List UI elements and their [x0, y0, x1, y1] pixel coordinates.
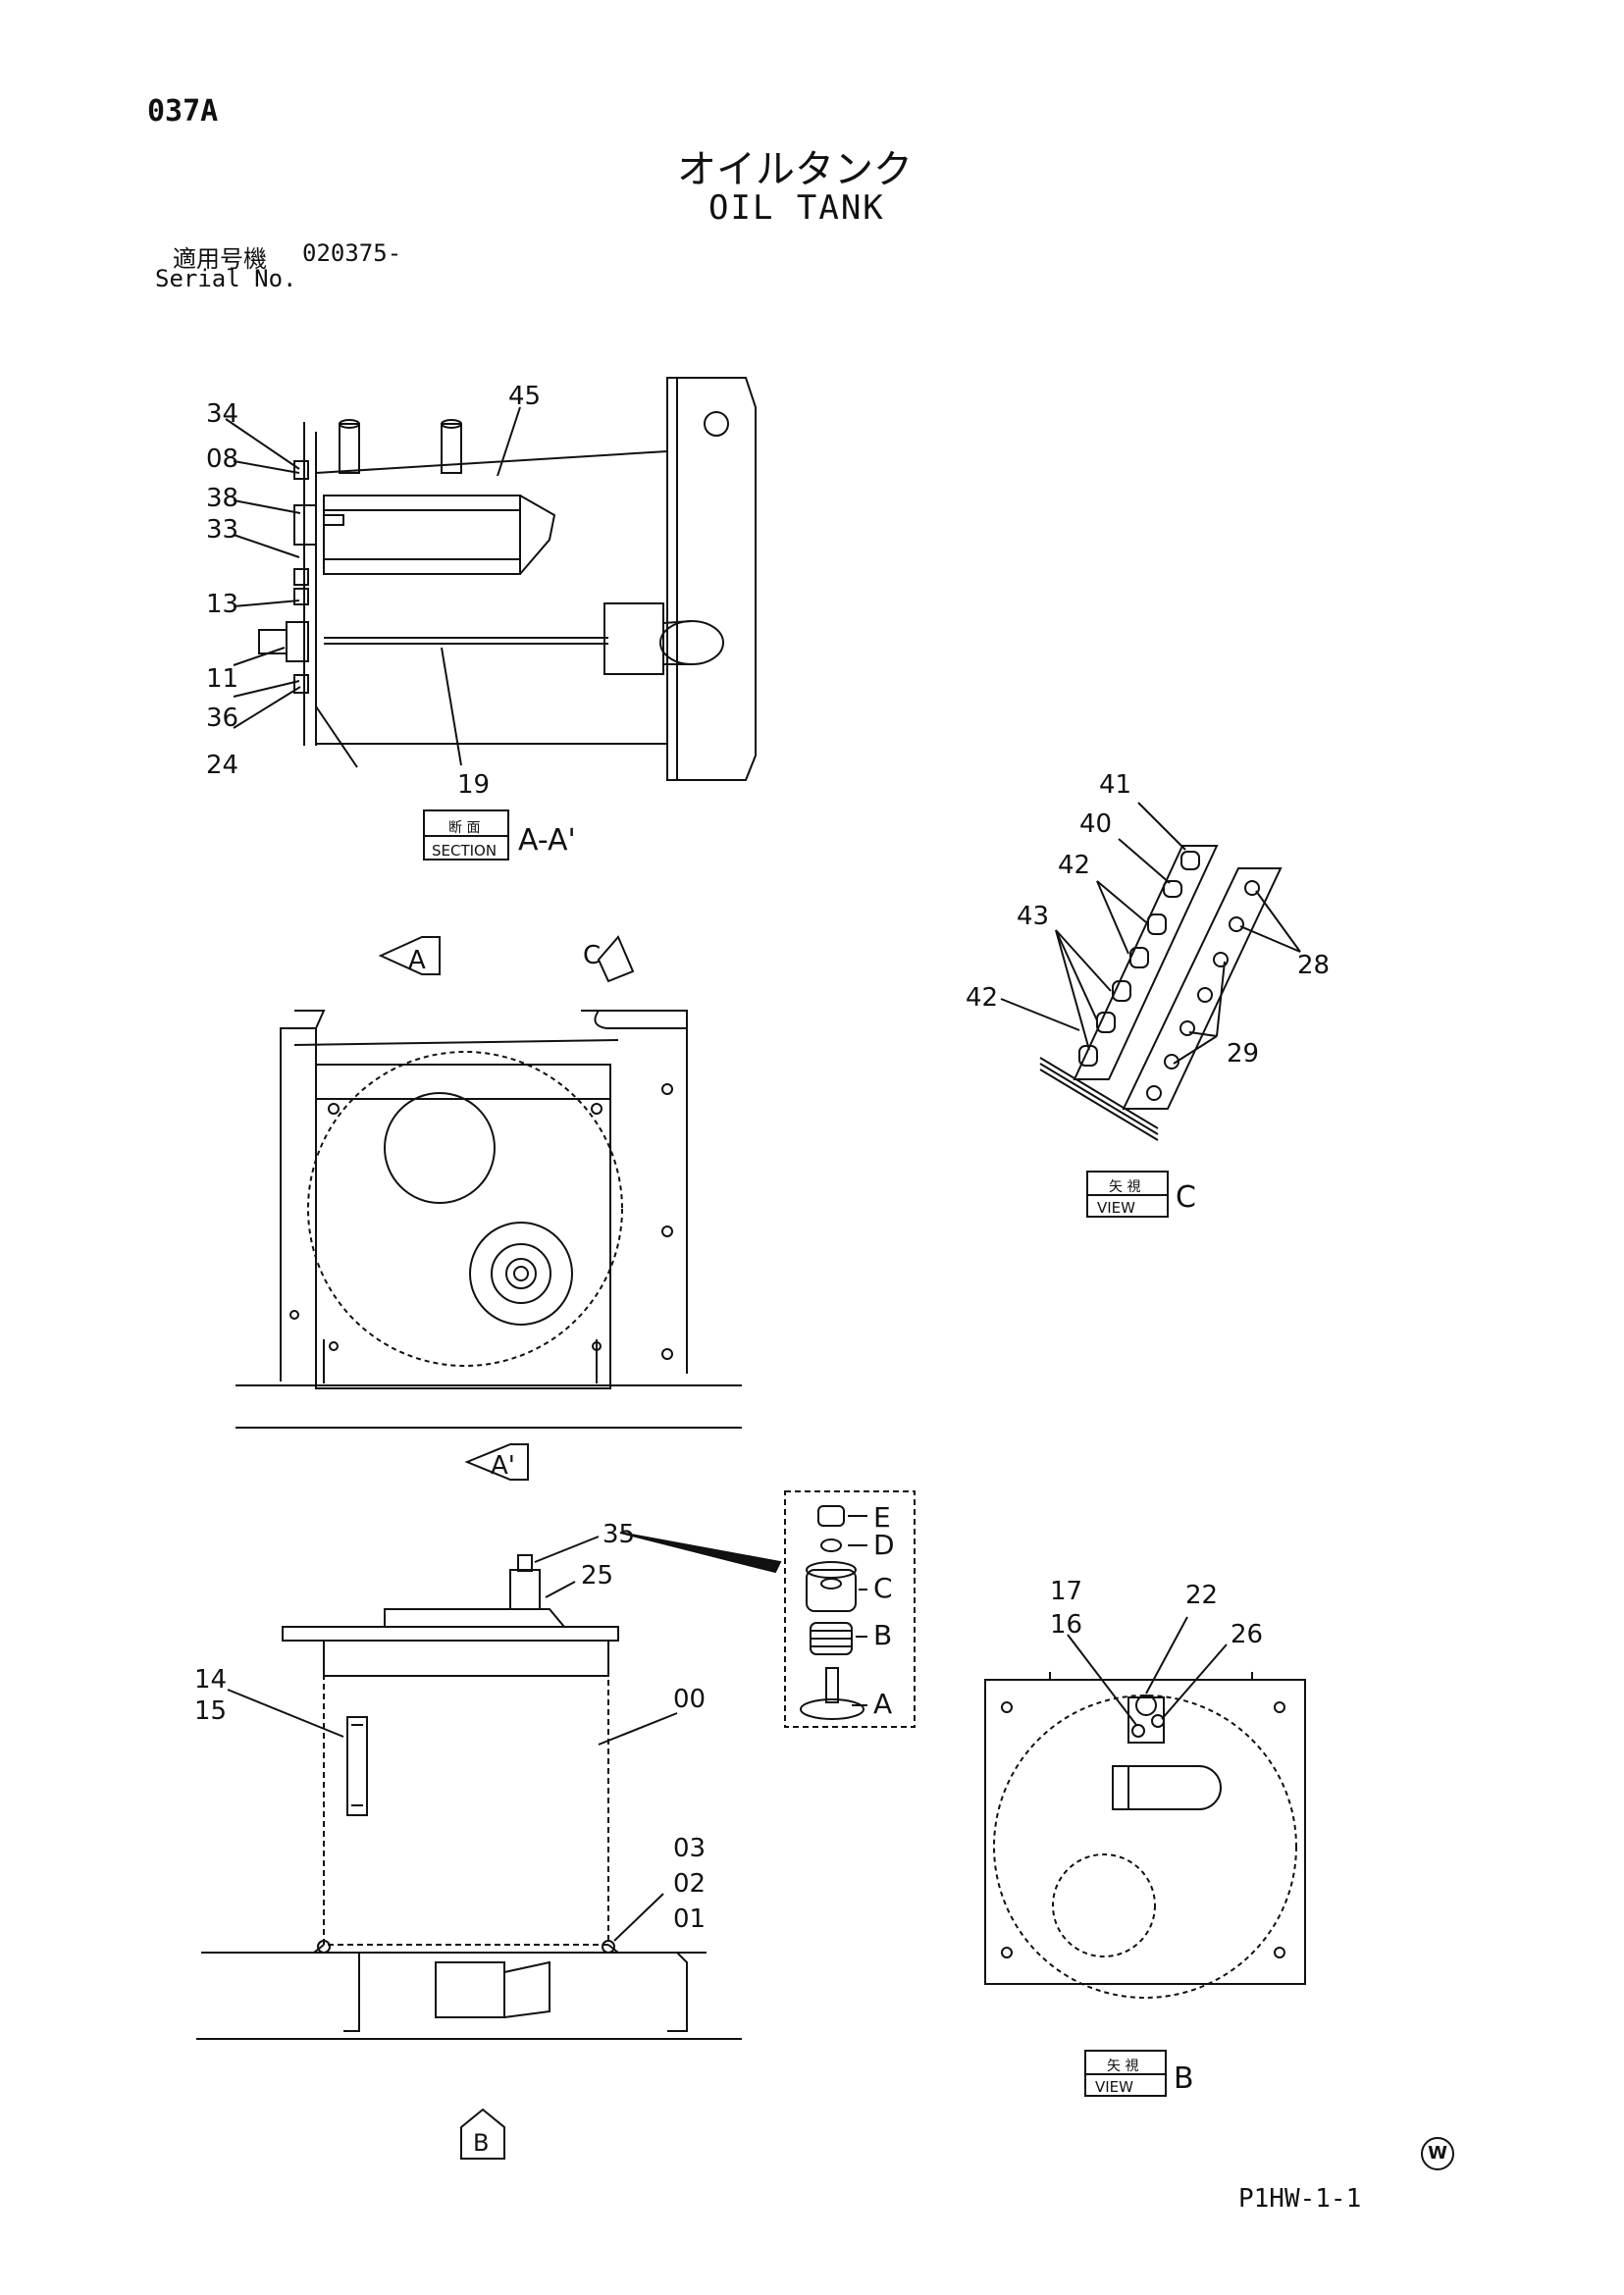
view-b-caption-jp: 矢 視 [1107, 2059, 1138, 2074]
serial-label-en: Serial No. [155, 265, 297, 292]
callout-29: 29 [1227, 1039, 1259, 1069]
view-b-drawing [984, 1616, 1306, 1999]
breather-detail-drawing [619, 1490, 916, 1728]
callout-08: 08 [206, 444, 238, 474]
callout-22: 22 [1185, 1581, 1218, 1610]
detail-label-d: D [873, 1529, 895, 1561]
callout-11: 11 [206, 664, 238, 694]
front-view-drawing [196, 1536, 742, 2160]
section-caption-jp: 断 面 [448, 820, 480, 836]
section-caption-id: A-A' [518, 823, 576, 858]
page-title-jp: オイルタンク [677, 147, 913, 192]
callout-42-lower: 42 [966, 983, 998, 1013]
w-mark-icon: W [1421, 2137, 1454, 2170]
view-c-drawing [1000, 802, 1301, 1141]
view-b-caption-en: VIEW [1095, 2078, 1133, 2096]
section-caption-en: SECTION [432, 842, 497, 860]
arrow-label-a-prime: A' [491, 1451, 515, 1481]
detail-label-a: A [873, 1688, 892, 1720]
callout-25: 25 [581, 1561, 613, 1591]
callout-43: 43 [1017, 902, 1049, 931]
callout-28: 28 [1297, 951, 1330, 980]
document-code: P1HW-1-1 [1238, 2184, 1362, 2214]
view-c-caption [1086, 1171, 1169, 1218]
section-aa-drawing [225, 377, 757, 781]
callout-41: 41 [1099, 770, 1131, 800]
callout-17: 17 [1050, 1577, 1082, 1606]
callout-14: 14 [194, 1665, 227, 1695]
view-c-caption-jp: 矢 視 [1109, 1179, 1140, 1195]
page-title-en: OIL TANK [708, 188, 885, 228]
callout-02: 02 [673, 1869, 706, 1899]
detail-label-c: C [873, 1572, 893, 1604]
serial-value: 020375- [302, 239, 402, 267]
callout-45: 45 [508, 382, 541, 411]
callout-19: 19 [457, 770, 490, 800]
callout-34: 34 [206, 399, 238, 429]
callout-26: 26 [1231, 1620, 1263, 1649]
view-b-caption [1084, 2050, 1167, 2097]
view-b-caption-id: B [1174, 2061, 1194, 2096]
view-c-caption-id: C [1176, 1180, 1196, 1215]
top-view-drawing [236, 935, 742, 1481]
callout-38: 38 [206, 484, 238, 513]
page-code: 037A [147, 94, 219, 129]
callout-00: 00 [673, 1685, 706, 1714]
callout-24: 24 [206, 751, 238, 780]
arrow-label-a: A [408, 946, 426, 975]
view-c-caption-en: VIEW [1097, 1199, 1135, 1217]
callout-03: 03 [673, 1834, 706, 1863]
callout-42-upper: 42 [1058, 851, 1090, 880]
callout-36: 36 [206, 704, 238, 733]
callout-40: 40 [1079, 809, 1112, 839]
callout-13: 13 [206, 590, 238, 619]
section-aa-caption [423, 809, 509, 861]
detail-label-e: E [873, 1501, 891, 1534]
detail-label-b: B [873, 1619, 892, 1651]
callout-16: 16 [1050, 1610, 1082, 1640]
arrow-label-c: C [583, 941, 601, 970]
callout-01: 01 [673, 1904, 706, 1934]
callout-15: 15 [194, 1696, 227, 1726]
serial-label-jp: 適用号機 [173, 245, 267, 273]
callout-33: 33 [206, 515, 238, 545]
arrow-label-b: B [473, 2129, 489, 2157]
